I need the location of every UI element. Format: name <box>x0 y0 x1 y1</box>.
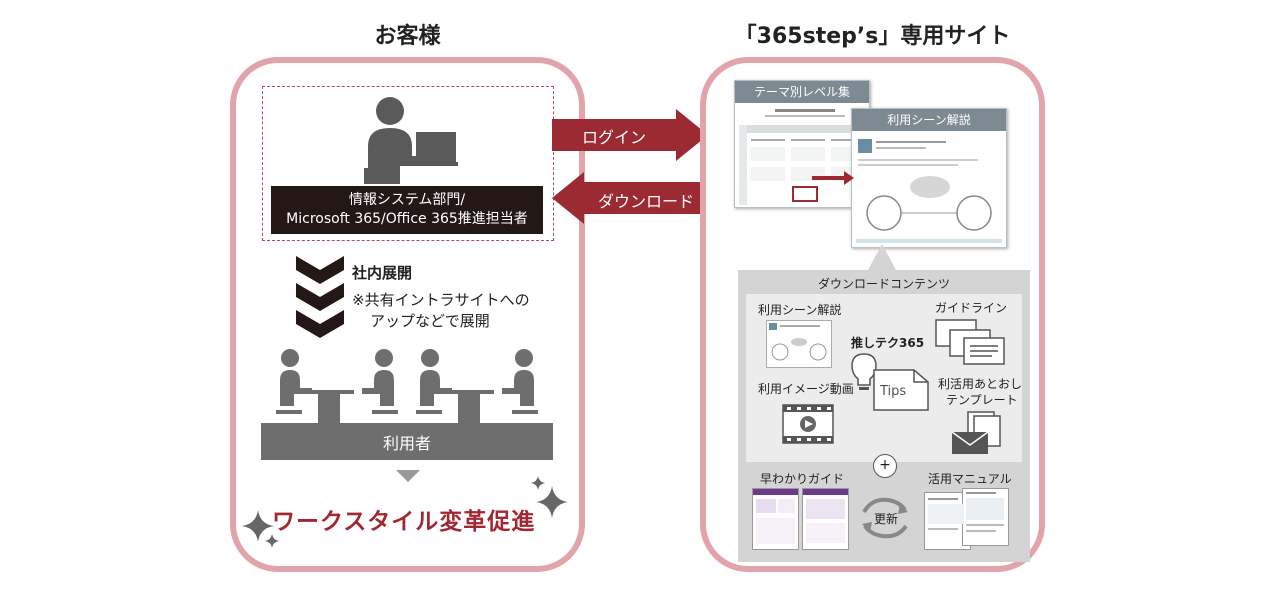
download-arrow-label: ダウンロード <box>597 192 694 211</box>
theme-level-thumbnail: テーマ別レベル集 <box>734 80 870 208</box>
usage-scene-header: 利用シーン解説 <box>852 109 1006 131</box>
right-panel-title: 「365step’s」専用サイト <box>734 24 1011 49</box>
dl-quickguide-label: 早わかりガイド <box>760 472 845 486</box>
update-cycle-icon <box>862 497 908 539</box>
deploy-note-line2: アップなどで展開 <box>370 312 490 330</box>
thumbnail-link-arrow <box>812 171 854 185</box>
workstyle-slogan: ワークスタイル変革促進 <box>272 509 536 535</box>
dl-video-label: 利用イメージ動画 <box>758 382 854 396</box>
dl-template-label-2: テンプレート <box>946 393 1018 407</box>
login-arrow-shape <box>552 109 708 161</box>
theme-level-header: テーマ別レベル集 <box>735 81 869 103</box>
left-panel-title: お客様 <box>374 24 441 49</box>
down-triangle-icon <box>396 470 420 482</box>
quick-guide-thumb <box>752 488 849 550</box>
theme-level-preview <box>739 109 867 205</box>
users-bar: 利用者 <box>261 423 553 460</box>
deploy-note-line1: ※共有イントラサイトへの <box>352 291 530 309</box>
tips-icon <box>851 353 929 411</box>
dl-update-label: 更新 <box>874 512 899 526</box>
admin-role-line1: 情報システム部門/ <box>348 192 466 208</box>
dl-oshitech-label: 推しテク365 <box>851 336 925 350</box>
tips-text: Tips <box>880 384 907 399</box>
video-icon <box>782 404 834 444</box>
admin-role-line2: Microsoft 365/Office 365推進担当者 <box>286 211 528 227</box>
download-arrow-shape <box>552 172 708 224</box>
users-meeting-icon <box>276 349 538 426</box>
document-stack-icon <box>935 319 1005 365</box>
deploy-heading: 社内展開 <box>352 264 413 282</box>
sparkle-icon <box>242 510 279 548</box>
dl-scene-thumb <box>766 320 832 368</box>
plus-circle: + <box>873 454 897 478</box>
sparkle-icon <box>531 476 568 518</box>
download-contents-header: ダウンロードコンテンツ <box>817 277 950 291</box>
admin-role-box: 情報システム部門/ Microsoft 365/Office 365推進担当者 <box>271 186 543 234</box>
admin-dashed-frame <box>262 86 554 241</box>
dl-manual-label: 活用マニュアル <box>928 472 1012 486</box>
mail-template-icon <box>951 411 1001 454</box>
login-arrow-label: ログイン <box>581 128 646 147</box>
deploy-chevrons-icon <box>296 256 344 338</box>
dl-template-label-1: 利活用あとおし <box>938 377 1023 391</box>
usage-scene-preview <box>856 139 1002 243</box>
usage-scene-thumbnail: 利用シーン解説 <box>851 108 1007 248</box>
dl-scene-label: 利用シーン解説 <box>758 303 842 317</box>
dl-guideline-label: ガイドライン <box>935 301 1008 315</box>
manual-thumb <box>924 488 1009 550</box>
admin-person-icon <box>364 97 458 184</box>
